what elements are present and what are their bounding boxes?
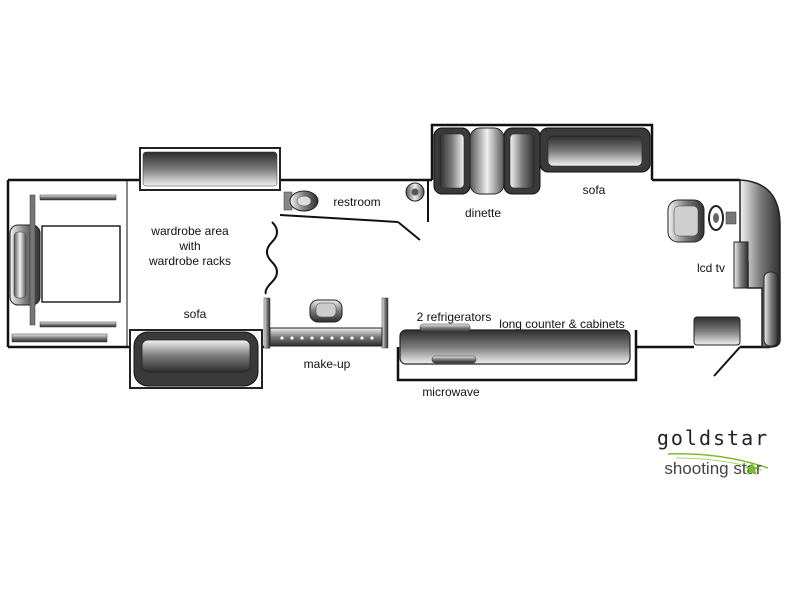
kitchen-counter bbox=[399, 323, 631, 365]
rear-sofa-label: sofa bbox=[184, 307, 207, 321]
sink-icon bbox=[405, 182, 425, 202]
brand-model: shooting star bbox=[664, 459, 762, 478]
rear-bed bbox=[9, 194, 121, 343]
wardrobe-label-line1: wardrobe area bbox=[150, 224, 229, 238]
brand-logo: goldstar shooting star bbox=[657, 426, 769, 478]
driver-seat-icon bbox=[667, 199, 705, 243]
makeup-label: make-up bbox=[304, 357, 351, 371]
dinette-set bbox=[433, 127, 541, 195]
steering-wheel-icon bbox=[708, 205, 737, 231]
microwave-label: microwave bbox=[422, 385, 480, 399]
dinette-label: dinette bbox=[465, 206, 501, 220]
restroom-walls bbox=[279, 180, 429, 241]
front-sofa-label: sofa bbox=[583, 183, 606, 197]
star-icon bbox=[745, 462, 759, 475]
restroom-label: restroom bbox=[333, 195, 380, 209]
brand-name: goldstar bbox=[657, 426, 769, 450]
makeup-chair-icon bbox=[309, 299, 343, 323]
front-sofa bbox=[539, 127, 651, 173]
wardrobe-label-line2: with bbox=[178, 239, 200, 253]
refrigerators-label: 2 refrigerators bbox=[417, 310, 492, 324]
lcd-tv-unit bbox=[733, 241, 749, 289]
toilet-icon bbox=[283, 190, 319, 212]
rear-sofa bbox=[129, 329, 263, 389]
wardrobe-unit bbox=[139, 147, 281, 191]
wardrobe-label-line3: wardrobe racks bbox=[148, 254, 231, 268]
makeup-vanity bbox=[263, 297, 389, 349]
lcd-tv-label: lcd tv bbox=[697, 261, 725, 275]
entry-step bbox=[693, 316, 741, 377]
counter-label: long counter & cabinets bbox=[499, 317, 624, 331]
coach-outline bbox=[6, 123, 770, 382]
shooting-star-swoosh bbox=[667, 453, 769, 469]
curtain-divider bbox=[264, 221, 278, 295]
